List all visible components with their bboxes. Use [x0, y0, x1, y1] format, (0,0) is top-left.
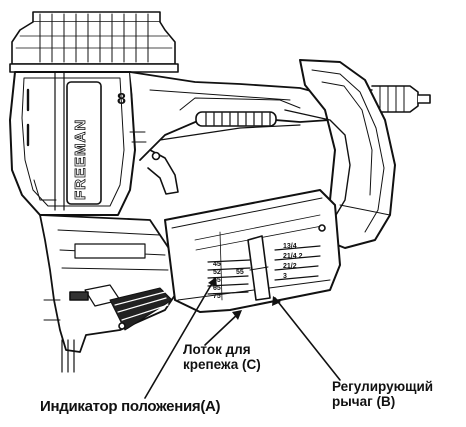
brand-text: FREEMAN	[72, 119, 89, 200]
depth-scale-left-1: 52	[213, 269, 221, 276]
adjust-lever	[247, 235, 271, 301]
adjust-lever-label-line-1: Регулирующий	[332, 379, 434, 394]
depth-scale-right-2: 21/2	[283, 263, 297, 270]
fastener-tray-label: Лоток для крепежа (C)	[183, 342, 261, 373]
model-number: 8	[117, 91, 126, 108]
trigger	[129, 131, 179, 195]
top-cap	[9, 11, 179, 73]
air-fitting	[329, 85, 431, 113]
depth-scale-left-2: 55	[213, 277, 221, 284]
adjust-lever-label-line-2: рычаг (B)	[332, 393, 396, 409]
position-indicator-label: Индикатор положения(A)	[40, 398, 221, 415]
depth-scale-left-3: 65	[213, 285, 221, 292]
fastener-tray-label-line-2: крепежа (C)	[183, 356, 261, 372]
depth-scale-left-0: 45	[213, 261, 221, 268]
motor-body	[9, 71, 136, 216]
arrowheads	[208, 277, 281, 320]
depth-scale-left-mid: 55	[236, 269, 244, 276]
depth-scale-right-3: 3	[283, 273, 287, 280]
fastener-tray-label-line-1: Лоток для	[183, 342, 251, 357]
leader-lines	[144, 279, 341, 399]
depth-scale: 45 52 55 55 65 75 13/4 21/4 2 21/2 3	[213, 243, 303, 300]
coil-canister	[284, 59, 396, 249]
adjust-lever-label: Регулирующий рычаг (B)	[332, 379, 434, 410]
depth-scale-right-1: 21/4 2	[283, 253, 303, 260]
depth-scale-right-0: 13/4	[283, 243, 297, 250]
depth-scale-lines	[207, 245, 321, 295]
nose-assembly	[39, 214, 176, 373]
depth-scale-left-4: 75	[213, 293, 221, 300]
